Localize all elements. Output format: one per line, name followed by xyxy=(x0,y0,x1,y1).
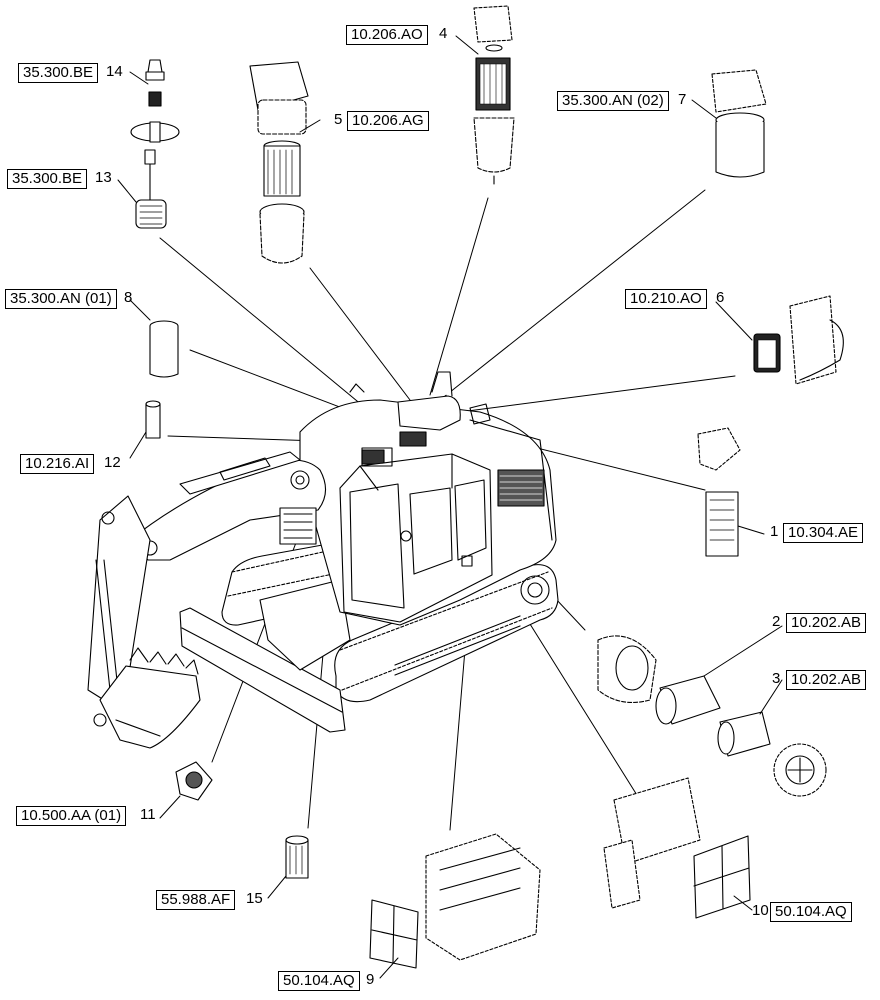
callout-2-ref: 10.202.AB xyxy=(786,613,867,633)
part-14-screen-top xyxy=(130,59,180,143)
callout-15-ref: 55.988.AF xyxy=(156,890,236,910)
hood-grille xyxy=(279,447,393,545)
callout-4-ref: 10.206.AO xyxy=(346,25,428,45)
part-11-swing-gear-filter xyxy=(175,761,213,801)
callout-12-number: 12 xyxy=(104,454,121,471)
callout-10-number: 10 xyxy=(752,902,769,919)
callout-13-ref: 35.300.BE xyxy=(7,169,88,189)
callout-9-ref: 50.104.AQ xyxy=(278,971,360,991)
callout-15-number: 15 xyxy=(246,890,263,907)
callout-10-ref: 50.104.AQ xyxy=(770,902,852,922)
bucket xyxy=(99,647,201,749)
part-8-hydraulic-element xyxy=(149,320,179,378)
callout-12-ref: 10.216.AI xyxy=(20,454,95,474)
callout-1-number: 1 xyxy=(770,523,779,540)
part-12-breather xyxy=(145,400,161,439)
callout-6-number: 6 xyxy=(716,289,725,306)
callout-11-number: 11 xyxy=(140,806,156,823)
callout-4-number: 4 xyxy=(439,25,448,42)
callout-7-ref: 35.300.AN (02) xyxy=(557,91,669,111)
excavator-illustration xyxy=(87,371,559,749)
callout-5-ref: 10.206.AG xyxy=(347,111,429,131)
callout-14-number: 14 xyxy=(106,63,123,80)
callout-11-ref: 10.500.AA (01) xyxy=(16,806,127,826)
callout-1-ref: 10.304.AE xyxy=(783,523,864,543)
operator-cab xyxy=(339,453,493,623)
part-7-return-filter xyxy=(711,69,767,178)
boom-arm xyxy=(87,451,327,727)
callout-8-ref: 35.300.AN (01) xyxy=(5,289,117,309)
callout-9-number: 9 xyxy=(366,971,375,988)
callout-5-number: 5 xyxy=(334,111,343,128)
part-4-water-separator xyxy=(473,5,515,185)
part-9-cab-air-filter xyxy=(369,833,541,969)
callout-7-number: 7 xyxy=(678,91,687,108)
callout-tie-lines xyxy=(117,35,783,979)
callout-13-number: 13 xyxy=(95,169,112,186)
callout-3-number: 3 xyxy=(772,670,781,687)
callout-14-ref: 35.300.BE xyxy=(18,63,99,83)
callout-2-number: 2 xyxy=(772,613,781,630)
part-5-fuel-filter xyxy=(249,61,309,264)
callout-6-ref: 10.210.AO xyxy=(625,289,707,309)
callout-8-number: 8 xyxy=(124,289,133,306)
part-3-inner-air-element xyxy=(717,711,827,797)
part-10-fresh-air-filter xyxy=(603,777,751,919)
callout-3-ref: 10.202.AB xyxy=(786,670,867,690)
part-2-outer-air-element xyxy=(597,635,721,725)
part-1-engine-oil-filter xyxy=(697,427,741,557)
part-15-strainer-cartridge xyxy=(285,835,309,879)
part-6-pilot-filter xyxy=(753,295,844,385)
dozer-blade xyxy=(179,607,346,733)
part-13-strainer xyxy=(135,149,167,229)
